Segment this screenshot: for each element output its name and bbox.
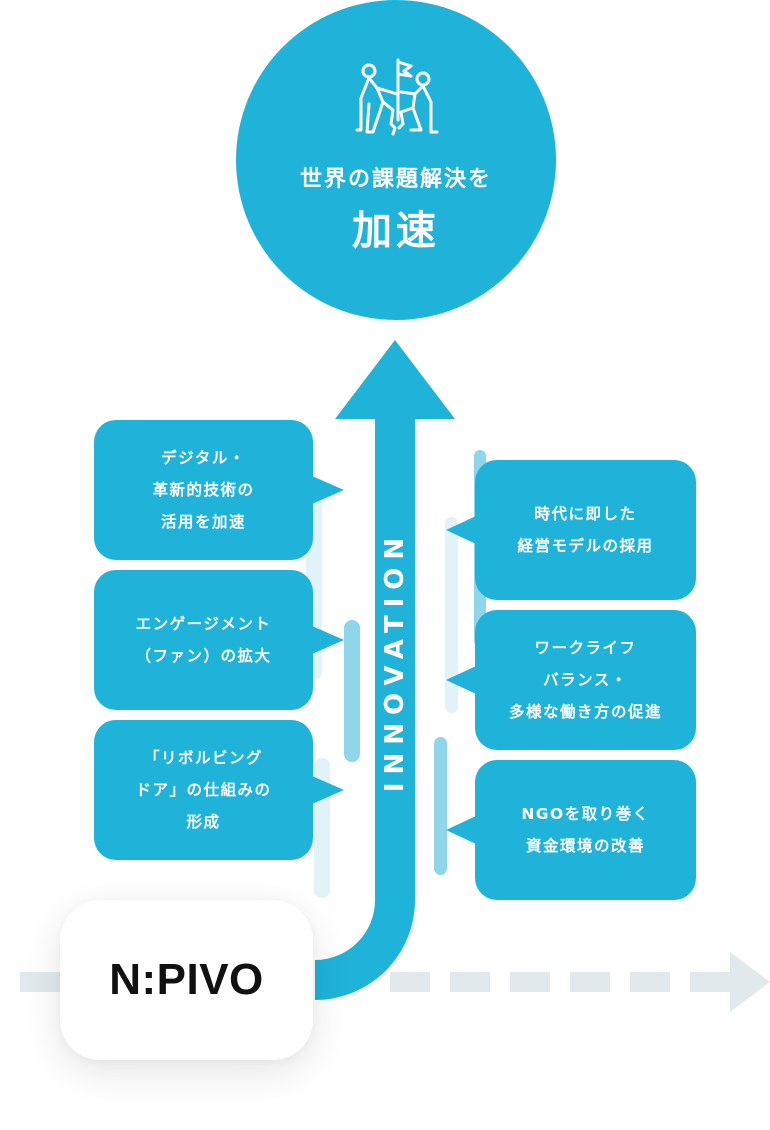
left-item-revolving-door: 「リボルビング ドア」の仕組みの 形成 (94, 720, 313, 860)
speech-tail (312, 626, 344, 654)
goal-title: 加速 (352, 208, 440, 254)
right-item-text: ワークライフ バランス・ 多様な働き方の促進 (508, 639, 662, 721)
timeline-dash (690, 972, 730, 992)
right-item-funding: NGOを取り巻く 資金環境の改善 (475, 760, 696, 900)
decor-bar (344, 620, 360, 762)
timeline-dash (570, 972, 610, 992)
speech-tail (446, 816, 476, 844)
goal-subtitle: 世界の課題解決を (299, 167, 492, 192)
timeline-dash (630, 972, 670, 992)
goal-circle (236, 0, 556, 320)
left-item-text: デジタル・ 革新的技術の 活用を加速 (152, 449, 255, 531)
speech-tail (312, 776, 344, 804)
innovation-label: INNOVATION (380, 529, 410, 793)
origin-logo-card: N:PIVO (60, 900, 313, 1060)
timeline-dash (510, 972, 550, 992)
timeline-dash (20, 972, 60, 992)
timeline-dash (450, 972, 490, 992)
speech-tail (446, 666, 476, 694)
speech-tail (446, 516, 476, 544)
right-item-text: NGOを取り巻く 資金環境の改善 (521, 805, 650, 855)
decor-bar (445, 517, 458, 713)
left-item-digital: デジタル・ 革新的技術の 活用を加速 (94, 420, 313, 560)
arrow-up-icon (315, 340, 455, 1000)
right-item-work-life-balance: ワークライフ バランス・ 多様な働き方の促進 (475, 610, 696, 750)
left-item-text: エンゲージメント （ファン）の拡大 (135, 615, 272, 665)
arrow-right-icon (730, 952, 770, 1012)
timeline-dash (390, 972, 430, 992)
npivo-logo: N:PIVO (109, 955, 264, 1004)
left-item-text: 「リボルビング ドア」の仕組みの 形成 (135, 749, 272, 831)
right-item-text: 時代に即した 経営モデルの採用 (517, 505, 654, 555)
decor-bar (434, 737, 447, 875)
left-item-engagement: エンゲージメント （ファン）の拡大 (94, 570, 313, 710)
right-item-business-model: 時代に即した 経営モデルの採用 (475, 460, 696, 600)
speech-tail (312, 476, 344, 504)
people-with-flag-icon (355, 58, 439, 136)
